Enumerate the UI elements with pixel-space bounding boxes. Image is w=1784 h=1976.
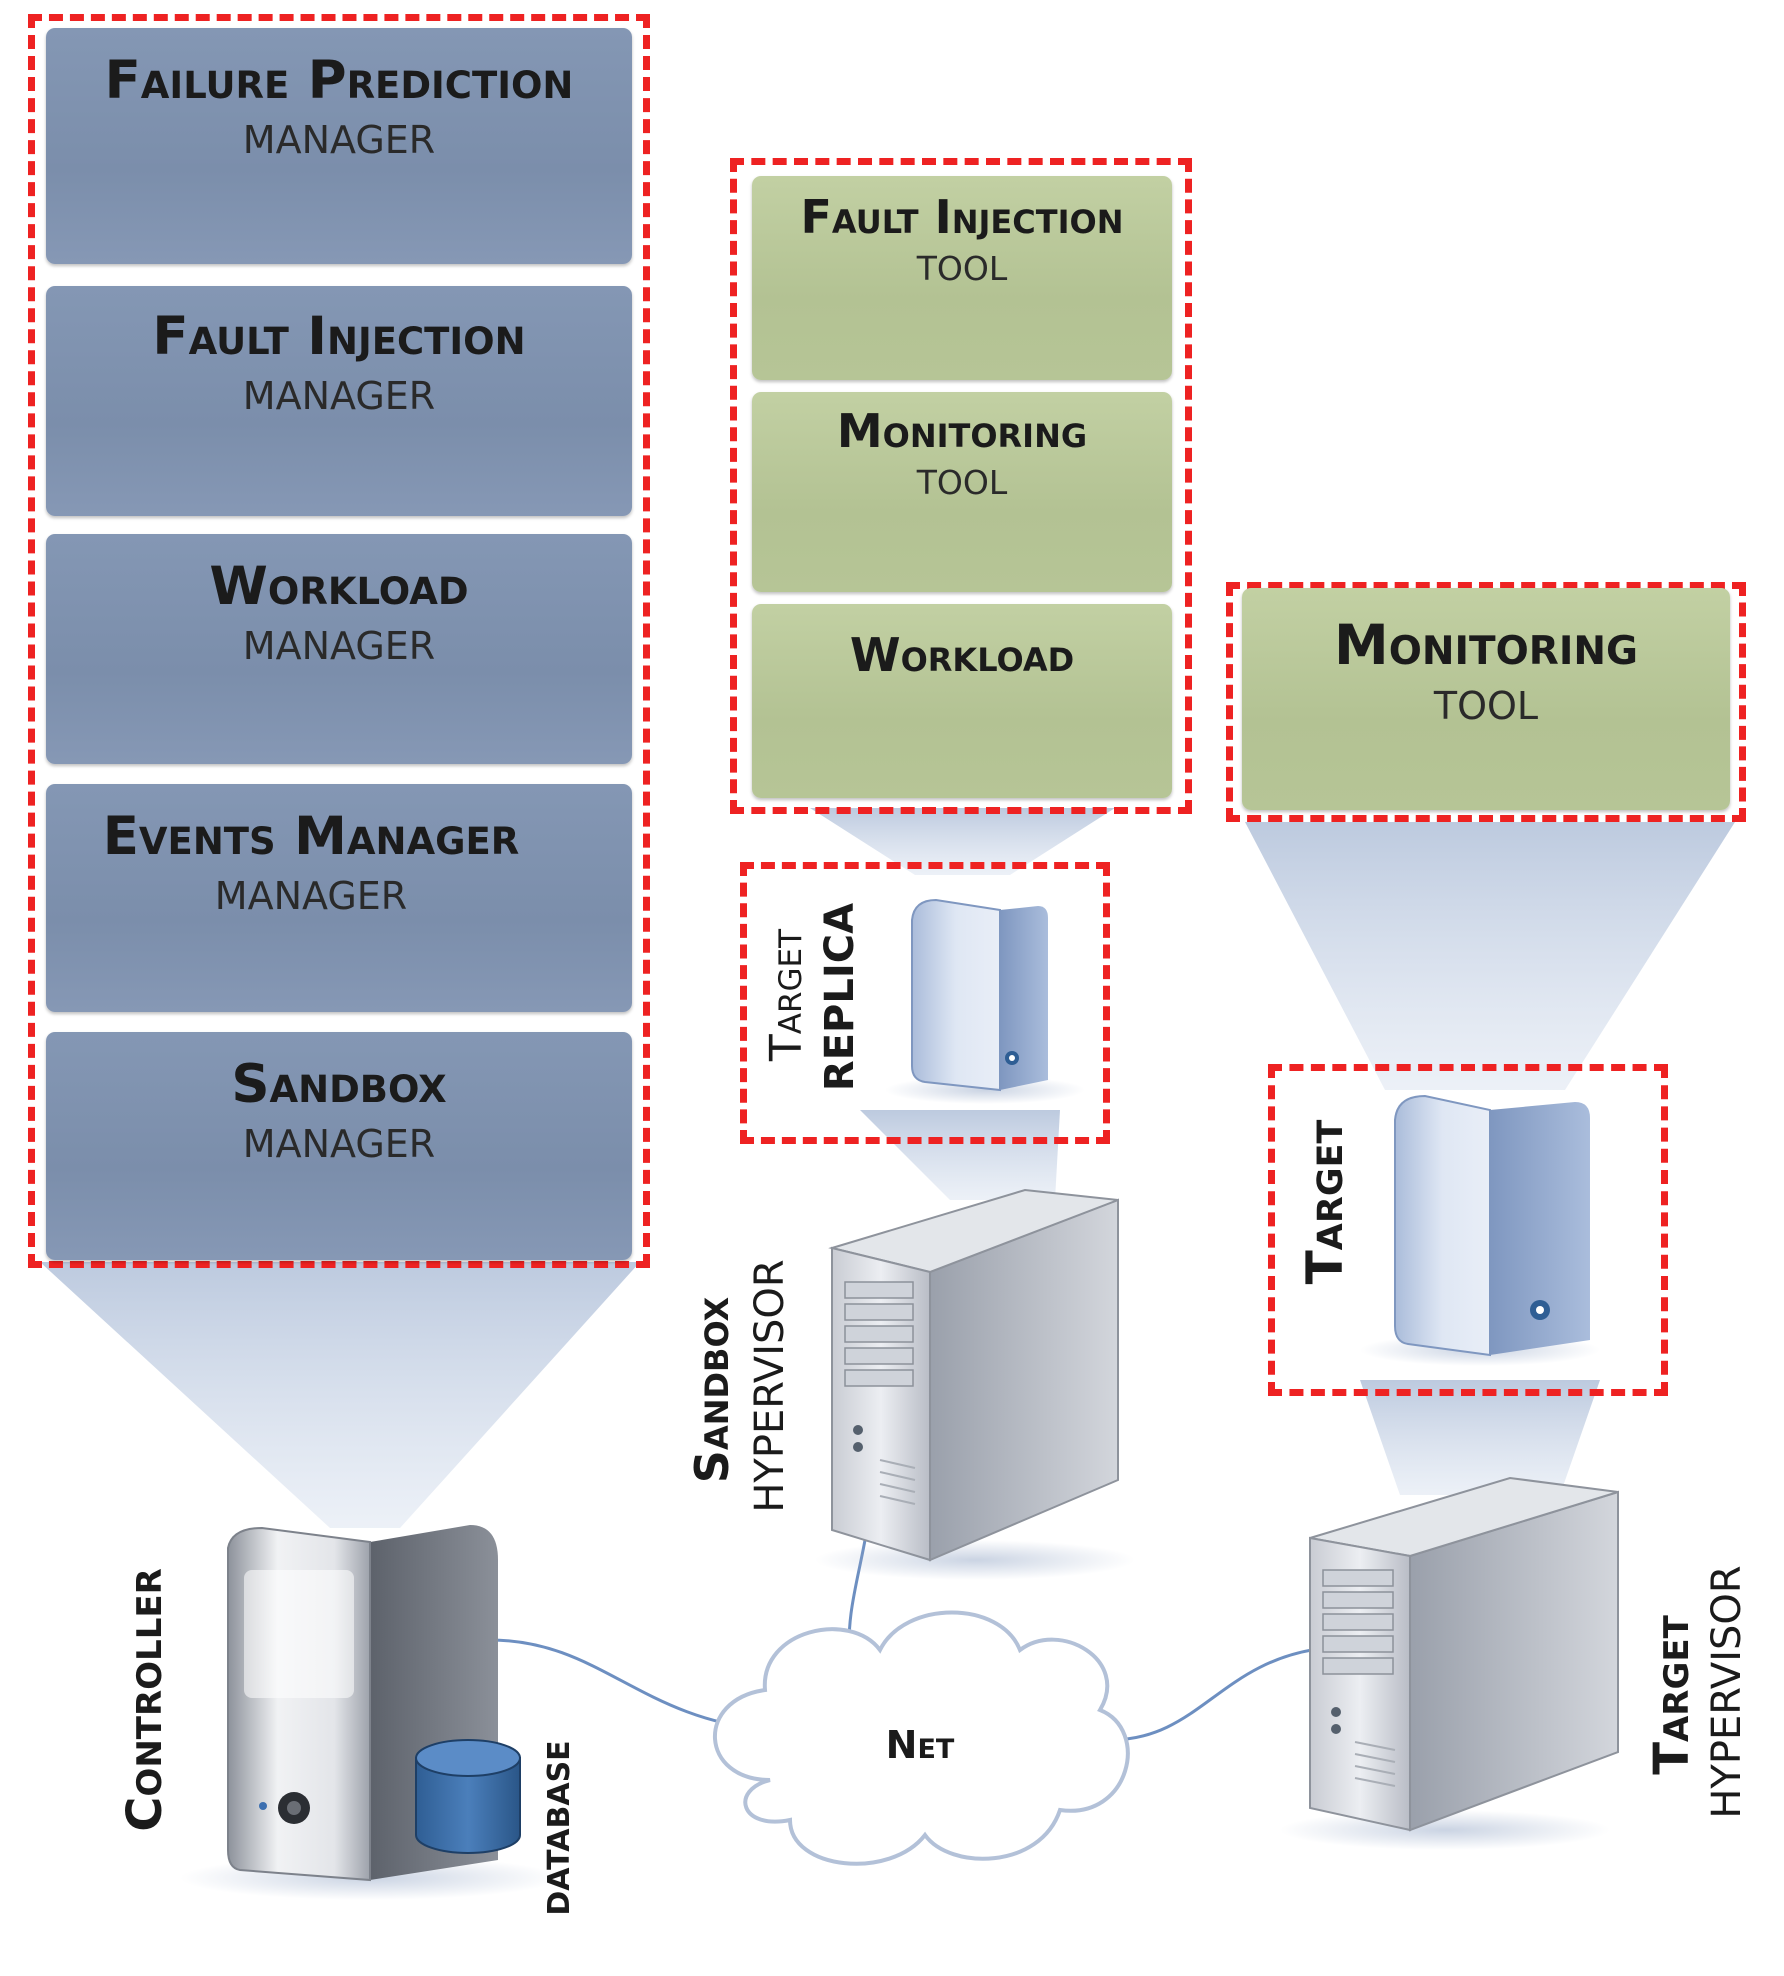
controller-managers-group	[28, 14, 650, 1268]
sandbox-label: Sandbox	[685, 1296, 739, 1484]
manager-title: Workload	[209, 556, 469, 617]
target-replica-label-line1: Target	[761, 928, 812, 1062]
tool-title: Fault Injection	[800, 190, 1124, 244]
target-hypervisor-server	[1280, 1476, 1619, 1850]
sandbox-hypervisor-server	[815, 1188, 1135, 1580]
target-group	[1268, 1064, 1668, 1396]
workload-tool-block: Workload	[752, 604, 1172, 798]
monitoring-tool-block: Monitoring TOOL	[752, 392, 1172, 592]
target-hypervisor-label: HYPERVISOR	[1704, 1565, 1750, 1819]
target-vm-beam	[1360, 1380, 1600, 1495]
controller-label: Controller	[117, 1568, 173, 1832]
failure-prediction-manager-block: Failure Prediction MANAGER	[46, 28, 632, 264]
manager-subtitle: MANAGER	[242, 624, 436, 668]
sandbox-hypervisor-label: HYPERVISOR	[747, 1259, 793, 1513]
manager-subtitle: MANAGER	[242, 118, 436, 162]
target-tool-group	[1226, 582, 1746, 822]
controller-beam	[40, 1262, 640, 1528]
target-monitoring-tool-block: Monitoring TOOL	[1242, 588, 1730, 810]
fault-injection-tool-block: Fault Injection TOOL	[752, 176, 1172, 380]
target-replica-vm-icon	[885, 898, 1085, 1104]
replica-beam	[860, 1110, 1060, 1200]
net-label: Net	[885, 1723, 955, 1767]
manager-subtitle: MANAGER	[242, 374, 436, 418]
workload-manager-block: Workload MANAGER	[46, 534, 632, 764]
database-label: DATABASE	[542, 1740, 577, 1916]
manager-title: Sandbox	[231, 1054, 447, 1115]
fault-injection-manager-block: Fault Injection MANAGER	[46, 286, 632, 516]
manager-subtitle: MANAGER	[214, 874, 408, 918]
net-cloud	[712, 1610, 1130, 1866]
target-hypervisor-target-label: Target	[1644, 1615, 1700, 1775]
target-label: Target	[1296, 1119, 1354, 1285]
tool-title: Monitoring	[1334, 613, 1638, 677]
target-replica-label-line2: REPLICA	[817, 902, 863, 1092]
sandbox-tools-beam	[810, 808, 1115, 875]
manager-title: Failure Prediction	[104, 50, 574, 111]
target-tool-beam	[1245, 822, 1735, 1090]
target-vm-icon	[1360, 1094, 1600, 1366]
manager-subtitle: MANAGER	[242, 1122, 436, 1166]
manager-title: Events Manager	[102, 806, 520, 867]
controller-server	[180, 1525, 560, 1900]
tool-title: Monitoring	[836, 404, 1088, 458]
target-replica-group	[740, 862, 1110, 1144]
sandbox-manager-block: Sandbox MANAGER	[46, 1032, 632, 1260]
sandbox-tools-group	[730, 158, 1192, 814]
database-icon	[415, 1739, 521, 1854]
tool-subtitle: TOOL	[916, 249, 1008, 288]
manager-title: Fault Injection	[152, 306, 526, 367]
tool-subtitle: TOOL	[1433, 684, 1539, 728]
target-cable	[1109, 1646, 1326, 1742]
events-manager-block: Events Manager MANAGER	[46, 784, 632, 1012]
tool-subtitle: TOOL	[916, 463, 1008, 502]
tool-title: Workload	[849, 628, 1075, 682]
